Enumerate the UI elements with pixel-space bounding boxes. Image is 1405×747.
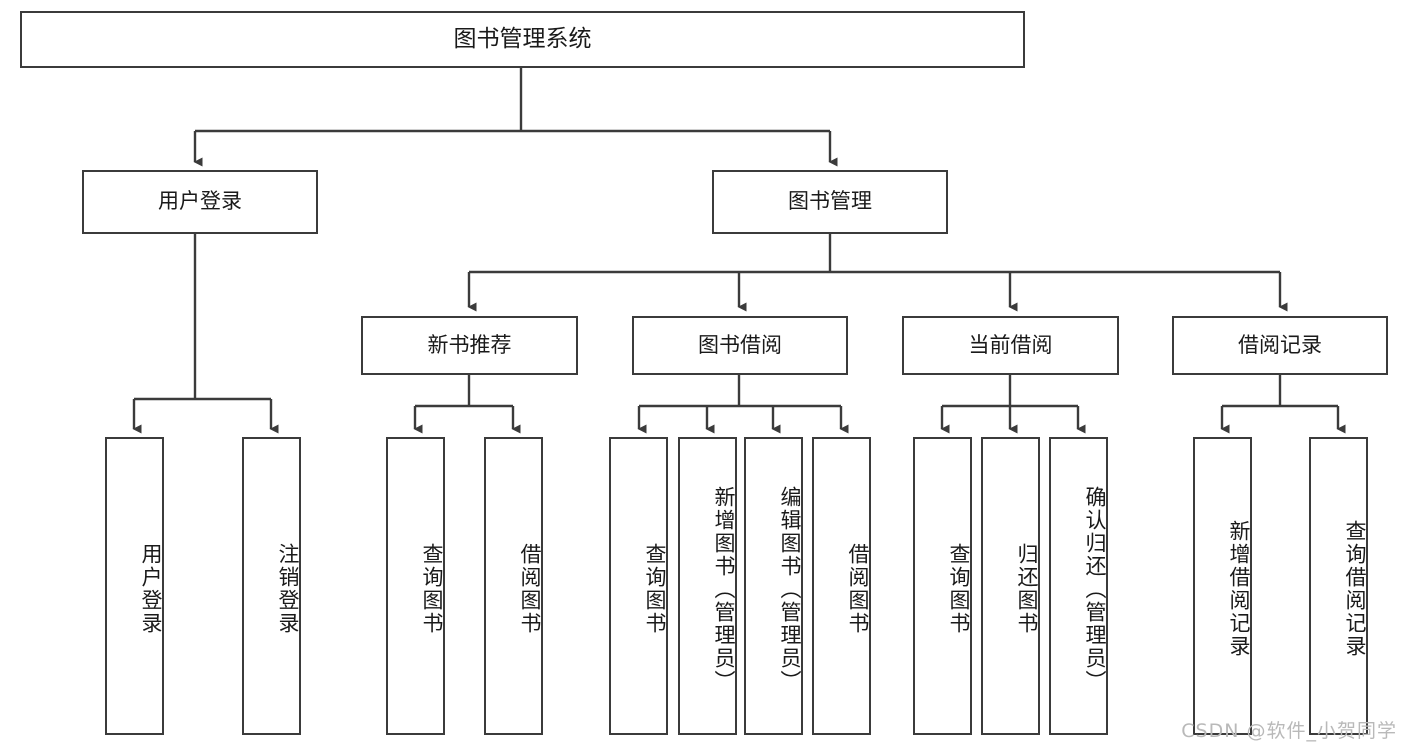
- leaf-add-record-label: 新增借阅记录: [1227, 520, 1251, 658]
- leaf-query-book-1-label: 查询图书: [420, 543, 444, 635]
- node-new-book-recommend-label: 新书推荐: [427, 332, 512, 357]
- leaf-confirm-return-label: 确认归还（管理员）: [1083, 485, 1107, 693]
- leaf-return-book[interactable]: 归还图书: [981, 437, 1040, 735]
- leaf-query-record[interactable]: 查询借阅记录: [1309, 437, 1368, 735]
- node-book-management[interactable]: 图书管理: [712, 170, 948, 234]
- leaf-add-book[interactable]: 新增图书（管理员）: [678, 437, 737, 735]
- leaf-add-record[interactable]: 新增借阅记录: [1193, 437, 1252, 735]
- leaf-query-book-2-label: 查询图书: [643, 543, 667, 635]
- leaf-borrow-book-2-label: 借阅图书: [846, 543, 870, 635]
- leaf-query-book-3[interactable]: 查询图书: [913, 437, 972, 735]
- leaf-logout-label: 注销登录: [276, 543, 300, 635]
- node-new-book-recommend[interactable]: 新书推荐: [361, 316, 578, 375]
- node-borrow-record-label: 借阅记录: [1238, 332, 1322, 357]
- leaf-query-book-1[interactable]: 查询图书: [386, 437, 445, 735]
- node-user-login[interactable]: 用户登录: [82, 170, 318, 234]
- leaf-add-book-label: 新增图书（管理员）: [712, 485, 736, 693]
- node-book-management-label: 图书管理: [788, 189, 872, 214]
- leaf-query-book-3-label: 查询图书: [947, 543, 971, 635]
- node-current-borrow-label: 当前借阅: [968, 332, 1053, 357]
- leaf-query-record-label: 查询借阅记录: [1343, 520, 1367, 658]
- leaf-user-login-label: 用户登录: [139, 543, 163, 635]
- leaf-logout[interactable]: 注销登录: [242, 437, 301, 735]
- node-book-borrow-label: 图书借阅: [698, 332, 782, 357]
- leaf-query-book-2[interactable]: 查询图书: [609, 437, 668, 735]
- node-root[interactable]: 图书管理系统: [20, 11, 1025, 68]
- leaf-edit-book[interactable]: 编辑图书（管理员）: [744, 437, 803, 735]
- node-user-login-label: 用户登录: [158, 189, 242, 214]
- leaf-borrow-book-1[interactable]: 借阅图书: [484, 437, 543, 735]
- node-book-borrow[interactable]: 图书借阅: [632, 316, 848, 375]
- leaf-confirm-return[interactable]: 确认归还（管理员）: [1049, 437, 1108, 735]
- node-borrow-record[interactable]: 借阅记录: [1172, 316, 1388, 375]
- node-root-label: 图书管理系统: [453, 25, 592, 52]
- leaf-user-login[interactable]: 用户登录: [105, 437, 164, 735]
- node-current-borrow[interactable]: 当前借阅: [902, 316, 1119, 375]
- leaf-return-book-label: 归还图书: [1015, 543, 1039, 635]
- csdn-watermark: CSDN @软件_小贺同学: [1181, 720, 1397, 742]
- leaf-borrow-book-2[interactable]: 借阅图书: [812, 437, 871, 735]
- leaf-edit-book-label: 编辑图书（管理员）: [778, 485, 802, 693]
- leaf-borrow-book-1-label: 借阅图书: [518, 543, 542, 635]
